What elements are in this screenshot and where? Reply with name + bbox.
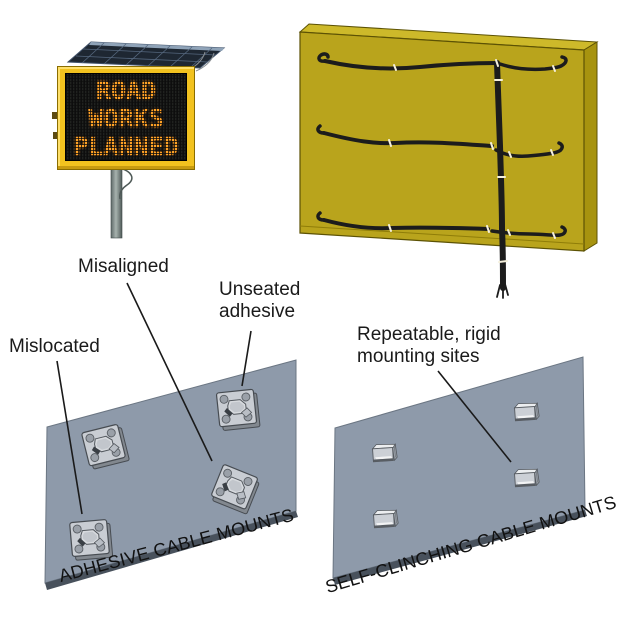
adhesive-mount-panel (44, 359, 298, 590)
cable-routing (316, 52, 568, 299)
leader-lines (56, 282, 512, 515)
sign-back-panel (298, 23, 599, 299)
sign-hinge-tab (53, 132, 58, 139)
variable-message-sign: ROAD WORKS PLANNED (57, 66, 195, 170)
repeatable-mounting-line2: mounting sites (357, 346, 480, 367)
clinch-mount-upper-right (513, 401, 540, 422)
repeatable-mounting-line1: Repeatable, rigid (357, 324, 501, 345)
led-line-2: WORKS (88, 104, 164, 133)
mislocated-leader-line (56, 360, 83, 515)
led-line-1: ROAD (95, 76, 157, 105)
clinch-mount-lower-right (513, 467, 540, 488)
misaligned-label: Misaligned (78, 256, 169, 277)
clinch-mount-mid-left (371, 442, 398, 463)
sign-pole (108, 163, 133, 239)
repeatable-mounting-label: Repeatable, rigid mounting sites (357, 324, 501, 368)
clinch-mount-bottom-left (372, 508, 399, 529)
led-display: ROAD WORKS PLANNED (65, 73, 187, 161)
unseated-leader-line (241, 330, 252, 387)
led-text: ROAD WORKS PLANNED (66, 77, 186, 161)
adhesive-mount-unseated (215, 388, 261, 432)
mislocated-label: Mislocated (9, 336, 100, 357)
sign-hinge-tab (52, 112, 57, 119)
self-clinching-mount-panel (332, 356, 587, 585)
unseated-adhesive-line1: Unseated (219, 279, 301, 300)
unseated-adhesive-label: Unseated adhesive (219, 279, 300, 323)
unseated-adhesive-line2: adhesive (219, 301, 296, 322)
misaligned-leader-line (126, 282, 213, 462)
repeatable-leader-line (437, 370, 512, 463)
led-line-3: PLANNED (73, 132, 179, 161)
